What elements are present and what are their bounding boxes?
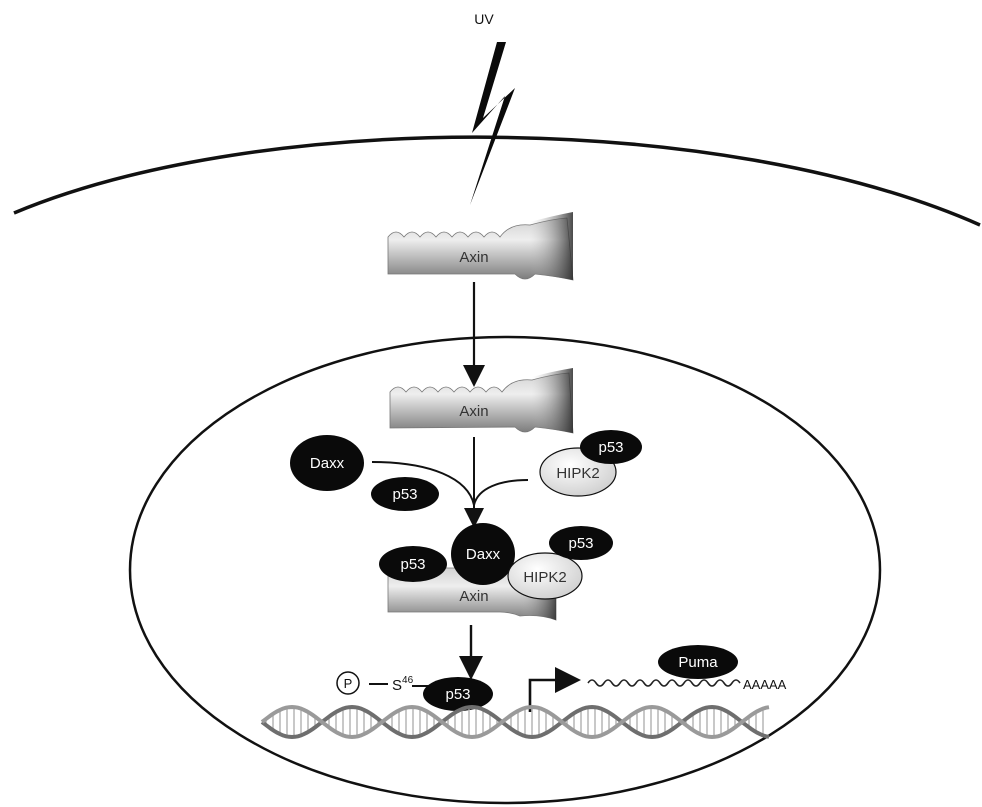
daxx-in-complex: Daxx (451, 523, 515, 585)
uv-label: UV (474, 11, 494, 27)
puma-label: Puma (678, 654, 718, 671)
nucleus-envelope (128, 335, 882, 805)
axin-label: Axin (459, 588, 488, 605)
p53-label: p53 (445, 686, 470, 703)
axin-label: Axin (459, 403, 488, 420)
p53-in-complex: p53 (379, 546, 447, 582)
polya-tail-label: AAAAA (743, 677, 787, 692)
p53-label: p53 (400, 556, 425, 573)
phosphate-label: P (344, 676, 353, 691)
cell-membrane (13, 135, 981, 227)
hipk2-label: HIPK2 (523, 569, 566, 586)
axin-nucleus: Axin (389, 368, 574, 434)
transcription-start-arrow (528, 667, 581, 712)
dna-strand-2 (260, 704, 770, 740)
p53-bound-dna: p53 (423, 677, 493, 711)
p53-on-hipk2-complex: p53 (549, 526, 613, 560)
hipk2-label: HIPK2 (556, 465, 599, 482)
p53-free: p53 (371, 477, 439, 511)
phosphorylation-site: P S46 (336, 671, 430, 695)
p53-label: p53 (392, 486, 417, 503)
puma-protein: Puma (658, 645, 738, 679)
daxx-free: Daxx (290, 435, 364, 491)
axin-label: Axin (459, 249, 488, 266)
uv-lightning-icon (470, 42, 515, 205)
daxx-label: Daxx (310, 455, 345, 472)
dna-double-helix (260, 704, 770, 740)
assembly-arrows (371, 437, 529, 528)
phosphate-icon (336, 671, 360, 695)
dna-strand-1 (260, 704, 770, 740)
puma-mrna (587, 679, 741, 687)
hipk2-in-complex: HIPK2 (507, 552, 583, 600)
serine-label: S46 (392, 675, 414, 694)
p53-label: p53 (598, 439, 623, 456)
daxx-label: Daxx (466, 546, 501, 563)
p53-on-hipk2: p53 (580, 430, 642, 464)
axin-cytoplasm: Axin (387, 212, 574, 281)
axin-complex: Axin p53 Daxx HIPK2 p53 (379, 523, 613, 621)
p53-label: p53 (568, 535, 593, 552)
